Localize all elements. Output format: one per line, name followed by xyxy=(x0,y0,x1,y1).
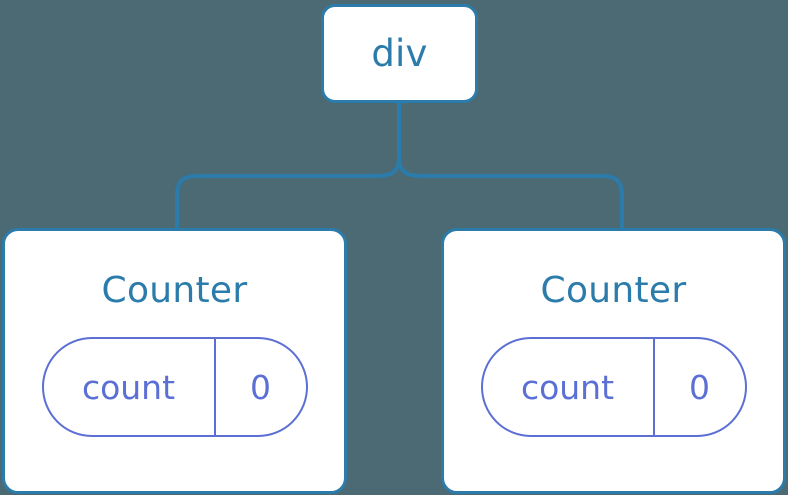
state-value-left: 0 xyxy=(250,367,271,407)
state-key-left: count xyxy=(44,339,216,435)
node-counter-right-label: Counter xyxy=(540,270,687,311)
state-value-right: 0 xyxy=(689,367,710,407)
state-key-right: count xyxy=(483,339,655,435)
node-div-label: div xyxy=(371,32,428,75)
connector-branch-right xyxy=(397,156,624,230)
node-counter-left[interactable]: Counter count 0 xyxy=(2,228,347,494)
node-counter-right[interactable]: Counter count 0 xyxy=(441,228,786,494)
state-capsule-right[interactable]: count 0 xyxy=(480,337,747,437)
connector-branch-left xyxy=(175,156,401,230)
node-div[interactable]: div xyxy=(321,4,478,103)
state-capsule-left[interactable]: count 0 xyxy=(41,337,308,437)
node-counter-left-label: Counter xyxy=(101,270,248,311)
